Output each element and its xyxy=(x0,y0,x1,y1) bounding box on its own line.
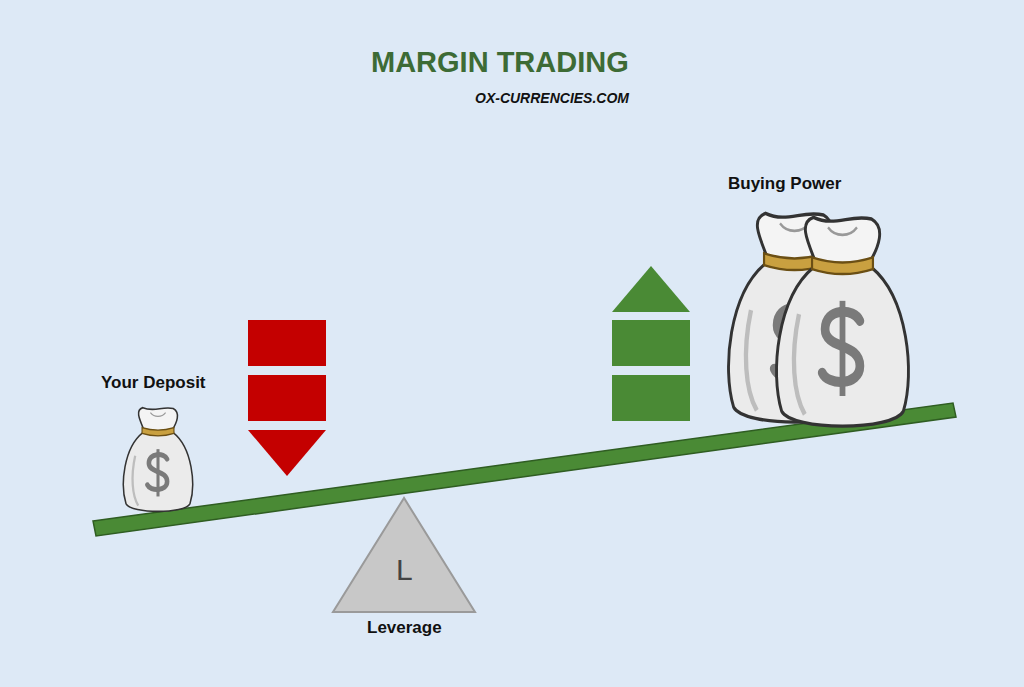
up-arrow xyxy=(612,266,690,421)
title: MARGIN TRADING xyxy=(371,46,629,79)
deposit-label: Your Deposit xyxy=(101,373,206,393)
money-bag xyxy=(777,217,909,426)
down-arrow xyxy=(248,320,326,476)
buying-power-label: Buying Power xyxy=(728,174,841,194)
deposit-bag xyxy=(123,408,192,512)
watermark: OX-CURRENCIES.COM xyxy=(475,90,629,106)
fulcrum-triangle: LLeverage xyxy=(331,496,477,614)
fulcrum-label: Leverage xyxy=(367,618,442,638)
fulcrum-letter: L xyxy=(396,553,413,587)
